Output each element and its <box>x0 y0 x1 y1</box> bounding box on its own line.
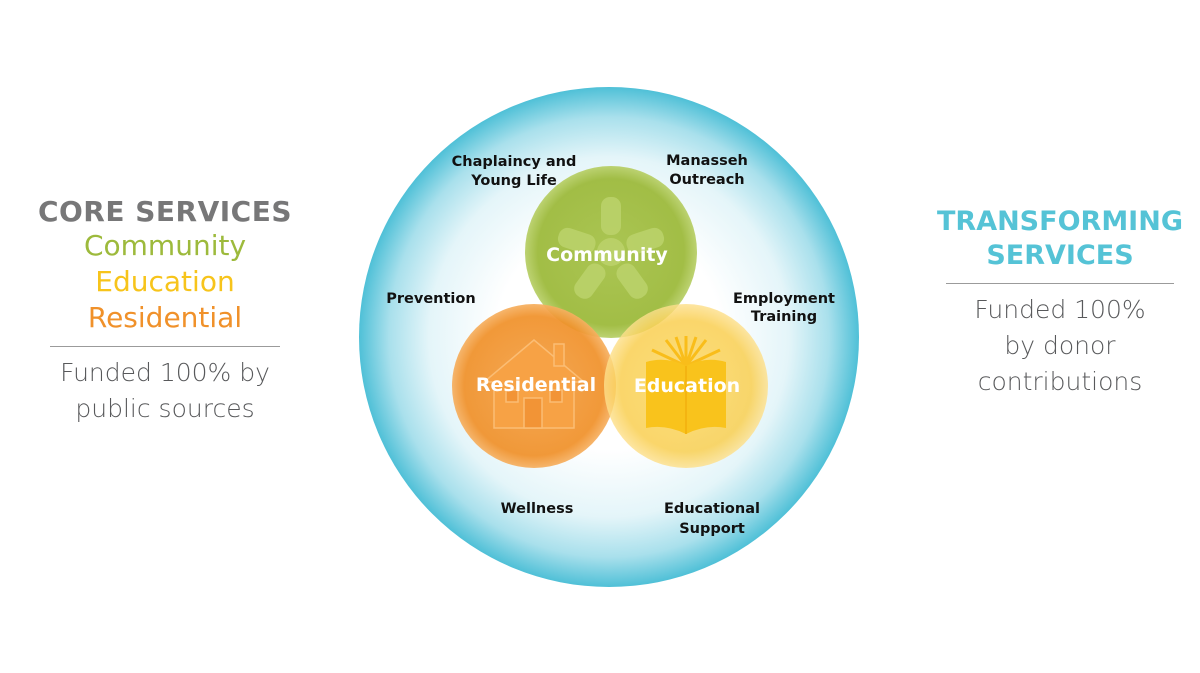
transforming-title-line2: SERVICES <box>986 240 1134 271</box>
transforming-title-line1: TRANSFORMING <box>936 206 1183 237</box>
service-chaplaincy-line1: Chaplaincy and <box>452 154 577 170</box>
core-item-community: Community <box>83 229 247 262</box>
transforming-funded-line2: by donor contributions <box>977 331 1143 396</box>
transforming-funded-line1: Funded 100% <box>974 295 1146 324</box>
education-label: Education <box>634 375 740 397</box>
house-icon <box>481 339 587 429</box>
core-services-title: CORE SERVICES <box>37 195 293 228</box>
hands-star-icon <box>557 197 665 299</box>
transforming-services-panel: TRANSFORMING SERVICES Funded 100% by don… <box>925 205 1195 400</box>
core-item-residential: Residential <box>87 301 243 334</box>
service-manasseh-line1: Manasseh <box>666 153 748 169</box>
service-educational-line1: Educational <box>664 501 760 517</box>
service-prevention: Prevention <box>386 291 475 307</box>
transforming-divider <box>946 283 1174 284</box>
core-services-panel: CORE SERVICES Community Education Reside… <box>30 196 300 427</box>
service-employment-line1: Employment <box>733 291 835 307</box>
community-label: Community <box>546 244 668 266</box>
residential-label: Residential <box>476 374 596 396</box>
service-employment-line2: Training <box>751 309 817 325</box>
service-educational-line2: Support <box>679 521 745 537</box>
service-manasseh-line2: Outreach <box>669 172 744 188</box>
service-wellness: Wellness <box>501 501 574 517</box>
core-divider <box>50 346 280 347</box>
core-funded-line1: Funded 100% by <box>60 358 270 387</box>
core-item-education: Education <box>95 265 235 298</box>
service-chaplaincy-line2: Young Life <box>470 173 557 189</box>
core-funded-line2: public sources <box>75 394 255 423</box>
open-book-icon <box>646 336 726 434</box>
